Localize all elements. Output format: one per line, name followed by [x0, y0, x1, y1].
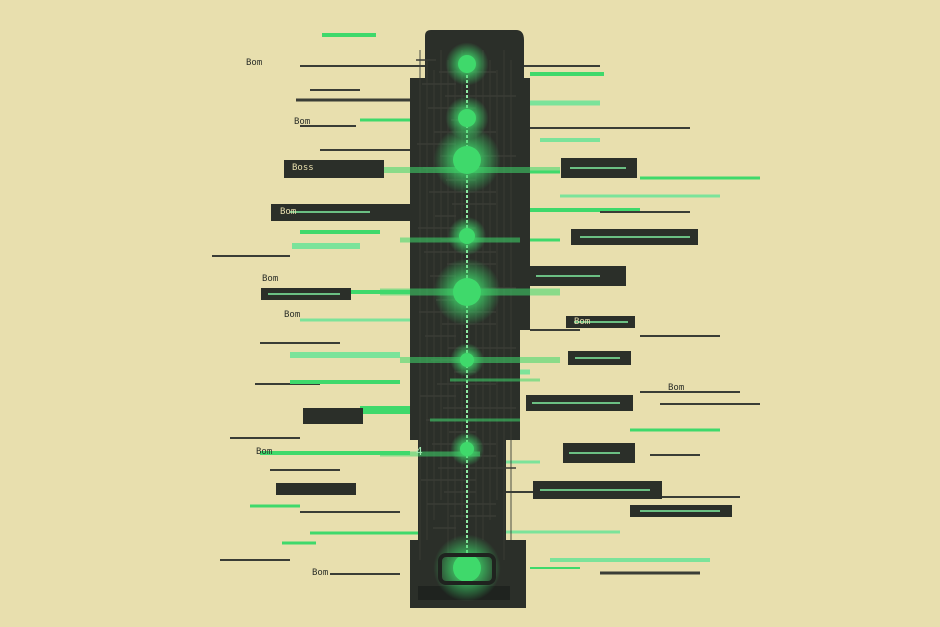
- label-number-mark: 4: [416, 446, 423, 457]
- label-lower-left-b: Bom: [312, 568, 329, 578]
- node-core-1: [458, 109, 476, 127]
- label-mid-left-c: Bom: [284, 310, 301, 320]
- label-mid-left-b: Bom: [262, 274, 279, 284]
- dark-label-boxes: [261, 158, 732, 517]
- label-top-left: Bom: [246, 58, 263, 68]
- label-box-a: Boss: [292, 163, 314, 173]
- node-core-0: [458, 55, 476, 73]
- label-lower-left: Bom: [256, 447, 273, 457]
- box-left-4: [303, 408, 363, 424]
- label-mid-left-d: Bom: [668, 383, 685, 393]
- label-box-c: Bom: [574, 317, 591, 327]
- box-left-1: [284, 160, 384, 178]
- base-node-frame: [438, 553, 496, 585]
- node-core-7: [453, 554, 481, 582]
- foreground-lines: [380, 167, 560, 457]
- label-box-b: Bom: [280, 207, 297, 217]
- box-left-5: [276, 483, 356, 495]
- label-mid-left-a: Bom: [294, 117, 311, 127]
